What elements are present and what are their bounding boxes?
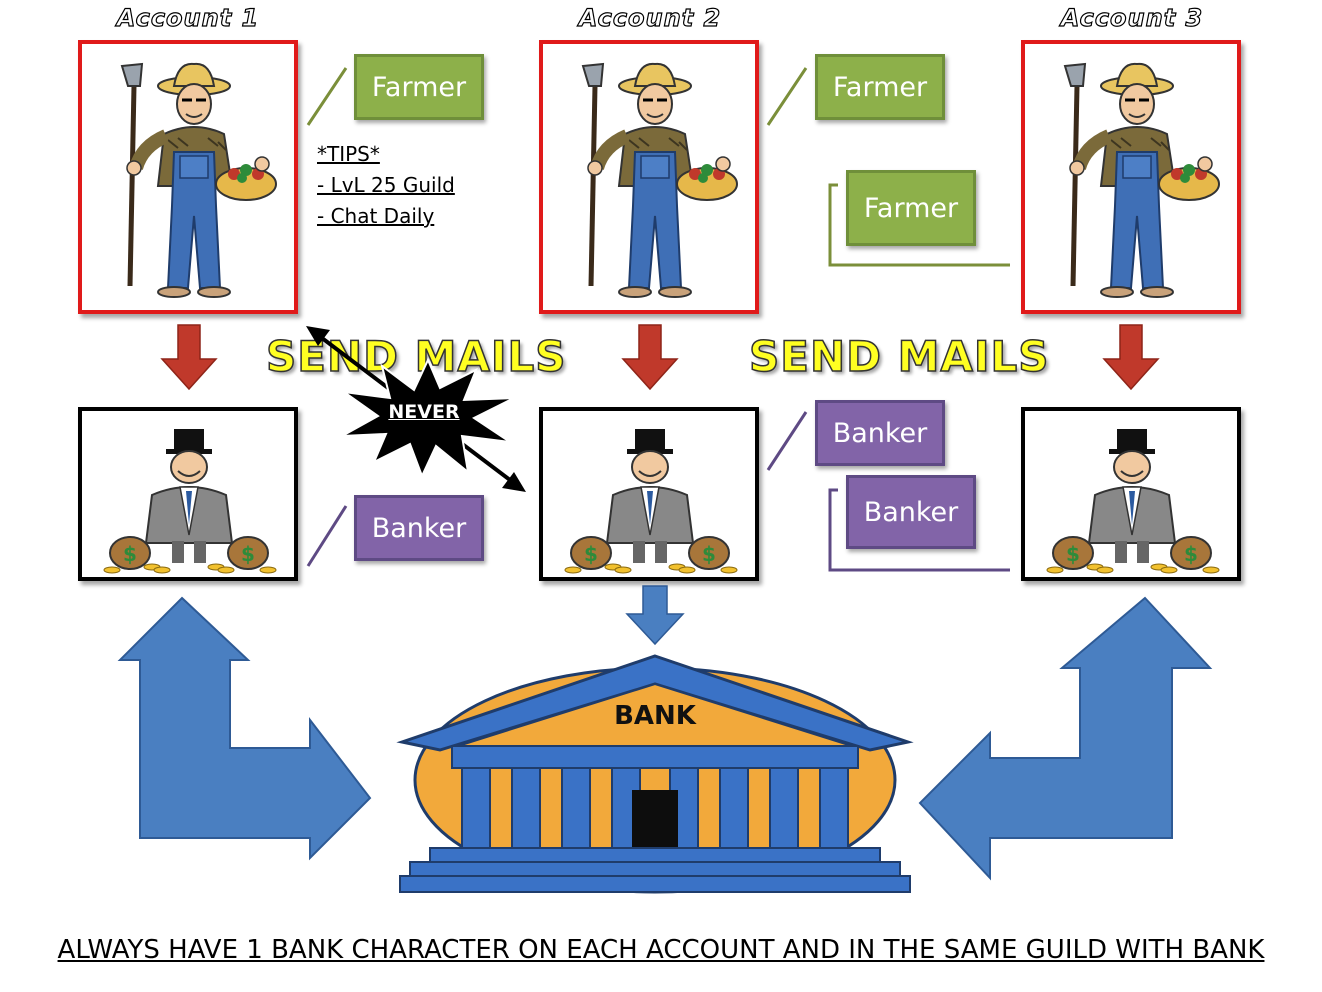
never-starburst-icon bbox=[341, 357, 515, 479]
red-down-arrow bbox=[161, 324, 217, 390]
banker-illustration bbox=[103, 428, 277, 574]
account-2-banker-frame bbox=[539, 407, 759, 581]
left-blue-bend-arrow bbox=[117, 596, 372, 861]
blue-down-arrow bbox=[625, 585, 685, 646]
banker-illustration bbox=[564, 428, 738, 574]
bank-building-icon: BANK bbox=[396, 654, 914, 894]
account-2-title: Account 2 bbox=[578, 3, 722, 32]
account-2-banker-tag: Banker bbox=[815, 400, 945, 466]
tips-item: - LvL 25 Guild bbox=[317, 173, 455, 197]
tips-item: - Chat Daily bbox=[317, 204, 435, 228]
account-1-title: Account 1 bbox=[116, 3, 260, 32]
account-1-banker-frame bbox=[78, 407, 298, 581]
tips-block: *TIPS* - LvL 25 Guild - Chat Daily bbox=[317, 139, 455, 232]
red-down-arrow bbox=[622, 324, 678, 390]
account-3-banker-frame bbox=[1021, 407, 1241, 581]
account-2-farmer-frame bbox=[539, 40, 759, 314]
account-3-title: Account 3 bbox=[1060, 3, 1204, 32]
footer-note: ALWAYS HAVE 1 BANK CHARACTER ON EACH ACC… bbox=[57, 935, 1265, 965]
send-mails-label: SEND MAILS bbox=[748, 331, 1050, 382]
account-3-farmer-frame bbox=[1021, 40, 1241, 314]
account-1-banker-tag: Banker bbox=[354, 495, 484, 561]
extra-farmer-tag: Farmer bbox=[846, 170, 976, 246]
extra-banker-tag: Banker bbox=[846, 475, 976, 549]
never-label: NEVER bbox=[388, 401, 460, 423]
red-down-arrow bbox=[1103, 324, 1159, 390]
bank-label: BANK bbox=[614, 701, 697, 731]
right-blue-bend-arrow bbox=[918, 596, 1213, 881]
account-2-farmer-tag: Farmer bbox=[815, 54, 945, 120]
account-1-farmer-tag: Farmer bbox=[354, 54, 484, 120]
banker-illustration bbox=[1046, 428, 1220, 574]
account-1-farmer-frame bbox=[78, 40, 298, 314]
tips-heading: *TIPS* bbox=[317, 142, 380, 166]
